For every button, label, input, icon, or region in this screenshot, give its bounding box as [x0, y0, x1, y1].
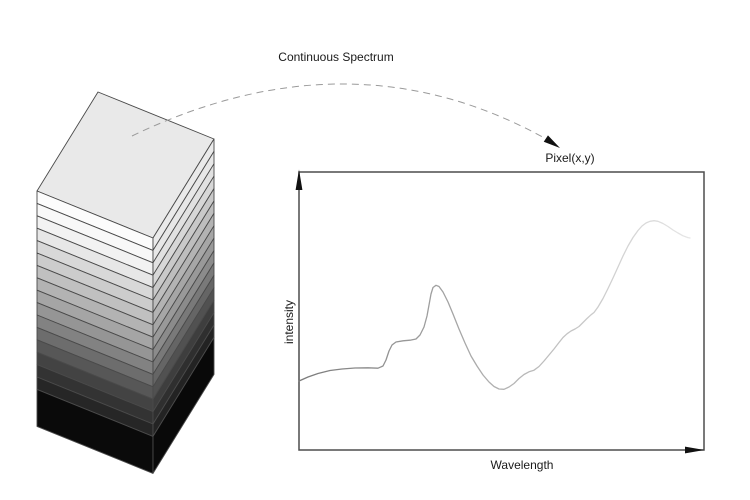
y-axis-arrow-icon — [295, 169, 303, 190]
pixel-xy-label: Pixel(x,y) — [545, 151, 595, 165]
hyperspectral-stack — [36, 91, 215, 474]
continuous-spectrum-arrow — [131, 83, 560, 148]
dashed-arc — [131, 83, 549, 141]
spectrum-curve — [298, 220, 691, 390]
intensity-axis-label: intensity — [282, 299, 296, 345]
continuous-spectrum-label: Continuous Spectrum — [278, 50, 394, 64]
arrow-head — [543, 135, 560, 148]
spectrum-chart — [295, 169, 705, 454]
chart-frame — [298, 171, 705, 451]
wavelength-axis-label: Wavelength — [490, 458, 554, 472]
x-axis-arrow-icon — [685, 446, 705, 454]
stack-face — [152, 336, 215, 474]
